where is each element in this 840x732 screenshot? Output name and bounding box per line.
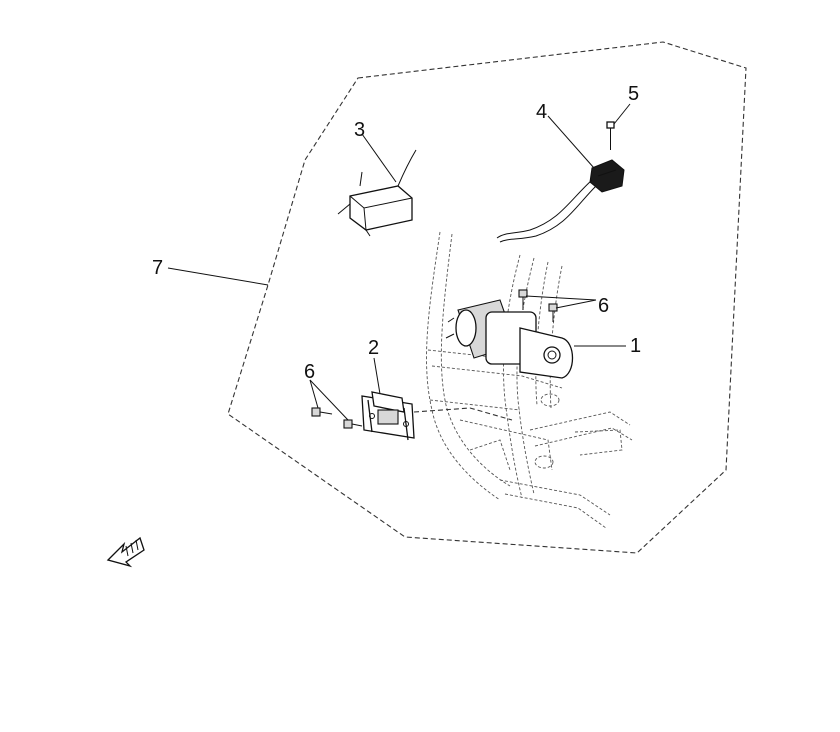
callout-3: 3 [354,119,365,141]
callout-6-right: 6 [598,295,609,317]
callout-7: 7 [152,257,163,279]
callout-4: 4 [536,101,547,123]
bolt-3[interactable] [311,407,333,417]
leader-lines [167,103,631,421]
bolt-2[interactable] [548,303,558,322]
bolts[interactable] [311,289,558,429]
callout-2: 2 [368,337,379,359]
fairlead-bracket[interactable] [361,391,513,441]
handlebar-switch[interactable] [496,159,625,243]
bolt-4[interactable] [343,419,363,429]
front-direction-arrow-icon [106,536,145,568]
callout-1: 1 [630,335,641,357]
winch-relay-box[interactable] [337,149,417,237]
vehicle-frame [426,231,633,529]
assembly-boundary [227,41,747,554]
bolt-1[interactable] [518,289,528,310]
callout-6-left: 6 [304,361,315,383]
winch-motor[interactable] [445,299,574,379]
switch-screw[interactable] [606,121,615,150]
callout-5: 5 [628,83,639,105]
